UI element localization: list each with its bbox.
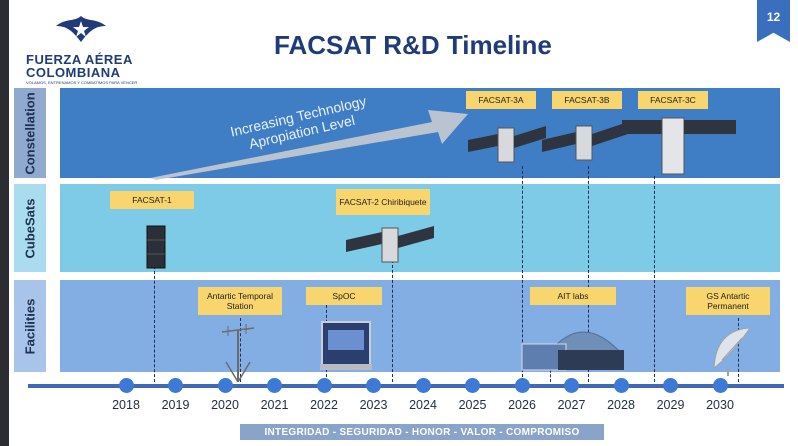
year-label-2020: 2020 (211, 398, 239, 412)
year-label-2027: 2027 (557, 398, 586, 412)
dash-facsat3c (654, 176, 655, 382)
increasing-technology-arrow (150, 110, 468, 180)
callout-facsat-3c: FACSAT-3C (638, 91, 708, 109)
facsat-3b-satellite-icon (542, 122, 628, 161)
constellation-label-text: Constellation (22, 91, 38, 175)
values-footer: INTEGRIDAD - SEGURIDAD - HONOR - VALOR -… (240, 424, 604, 440)
year-label-2021: 2021 (260, 398, 289, 412)
callout-facsat-1: FACSAT-1 (110, 191, 194, 209)
timeline-dot-2018 (118, 378, 134, 393)
facsat-2-satellite-icon (346, 226, 434, 263)
facilities-label-text: Facilities (22, 298, 38, 354)
constellation-row-label: Constellation (14, 88, 46, 178)
dash-antartic-temporal (240, 318, 241, 382)
logo-text-line1: FUERZA AÉREA (26, 52, 133, 67)
year-label-2025: 2025 (458, 398, 487, 412)
timeline-dot-2028 (613, 378, 629, 393)
cubesats-row-label: CubeSats (14, 184, 46, 272)
antartic-temporal-antenna-icon (221, 324, 255, 383)
year-label-2026: 2026 (508, 398, 536, 412)
logo-text-line2: COLOMBIANA (26, 65, 121, 80)
gs-antartic-dish-icon (713, 327, 751, 376)
fac-logo: FUERZA AÉREA COLOMBIANA VOLAMOS, ENTRENA… (24, 12, 144, 92)
year-label-2023: 2023 (359, 398, 388, 412)
dash-facsat1 (154, 266, 155, 382)
facsat-3a-satellite-icon (468, 126, 546, 163)
timeline-dot-2021 (267, 378, 282, 393)
facilities-band (60, 280, 780, 372)
callout-facsat-3a: FACSAT-3A (466, 91, 536, 109)
year-label-2022: 2022 (310, 398, 338, 412)
timeline-dot-2029 (663, 378, 678, 393)
timeline-dot-2022 (316, 378, 332, 393)
left-dark-strip (0, 0, 9, 446)
logo-motto: VOLAMOS, ENTRENAMOS Y COMBATIMOS PARA VE… (26, 80, 138, 85)
ait-labs-building-icon (521, 331, 624, 371)
callout-facsat-3b: FACSAT-3B (552, 91, 622, 109)
cubesats-label-text: CubeSats (22, 198, 38, 258)
year-label-2028: 2028 (607, 398, 635, 412)
year-label-2029: 2029 (656, 398, 685, 412)
dash-gs-antartic (738, 318, 739, 382)
timeline-dot-2030 (712, 378, 728, 393)
slide-title: FACSAT R&D Timeline (274, 30, 552, 60)
timeline-dot-2027 (564, 378, 579, 393)
facsat-3c-satellite-icon (622, 117, 736, 175)
callout-spoc: SpOC (306, 287, 382, 305)
year-label-2018: 2018 (112, 398, 140, 412)
timeline-dot-2020 (217, 378, 233, 393)
dash-facsat2 (392, 260, 393, 382)
timeline-axis (28, 384, 784, 388)
page-number: 12 (766, 10, 781, 24)
spoc-building-icon (320, 321, 372, 370)
facsat-1-cubesat-icon (146, 225, 166, 269)
page-number-badge: 12 (757, 0, 790, 42)
timeline-dot-2025 (465, 378, 480, 393)
dash-facsat3b (588, 166, 589, 382)
callout-facsat-2: FACSAT-2 Chiribiquete (336, 189, 430, 215)
year-label-2030: 2030 (706, 398, 734, 412)
timeline-dot-2023 (366, 378, 381, 393)
facilities-row-label: Facilities (14, 280, 46, 372)
timeline-dot-2024 (415, 378, 431, 393)
callout-antartic-temporal: Antartic Temporal Station (198, 287, 282, 315)
timeline-dot-2019 (168, 378, 183, 393)
dash-facsat3a (522, 166, 523, 382)
eagle-emblem-icon (56, 16, 106, 42)
year-label-2024: 2024 (409, 398, 437, 412)
year-label-2019: 2019 (161, 398, 190, 412)
callout-gs-antartic: GS Antartic Permanent (686, 287, 770, 315)
callout-ait-labs: AIT labs (530, 287, 616, 305)
timeline-dot-2026 (514, 378, 530, 393)
